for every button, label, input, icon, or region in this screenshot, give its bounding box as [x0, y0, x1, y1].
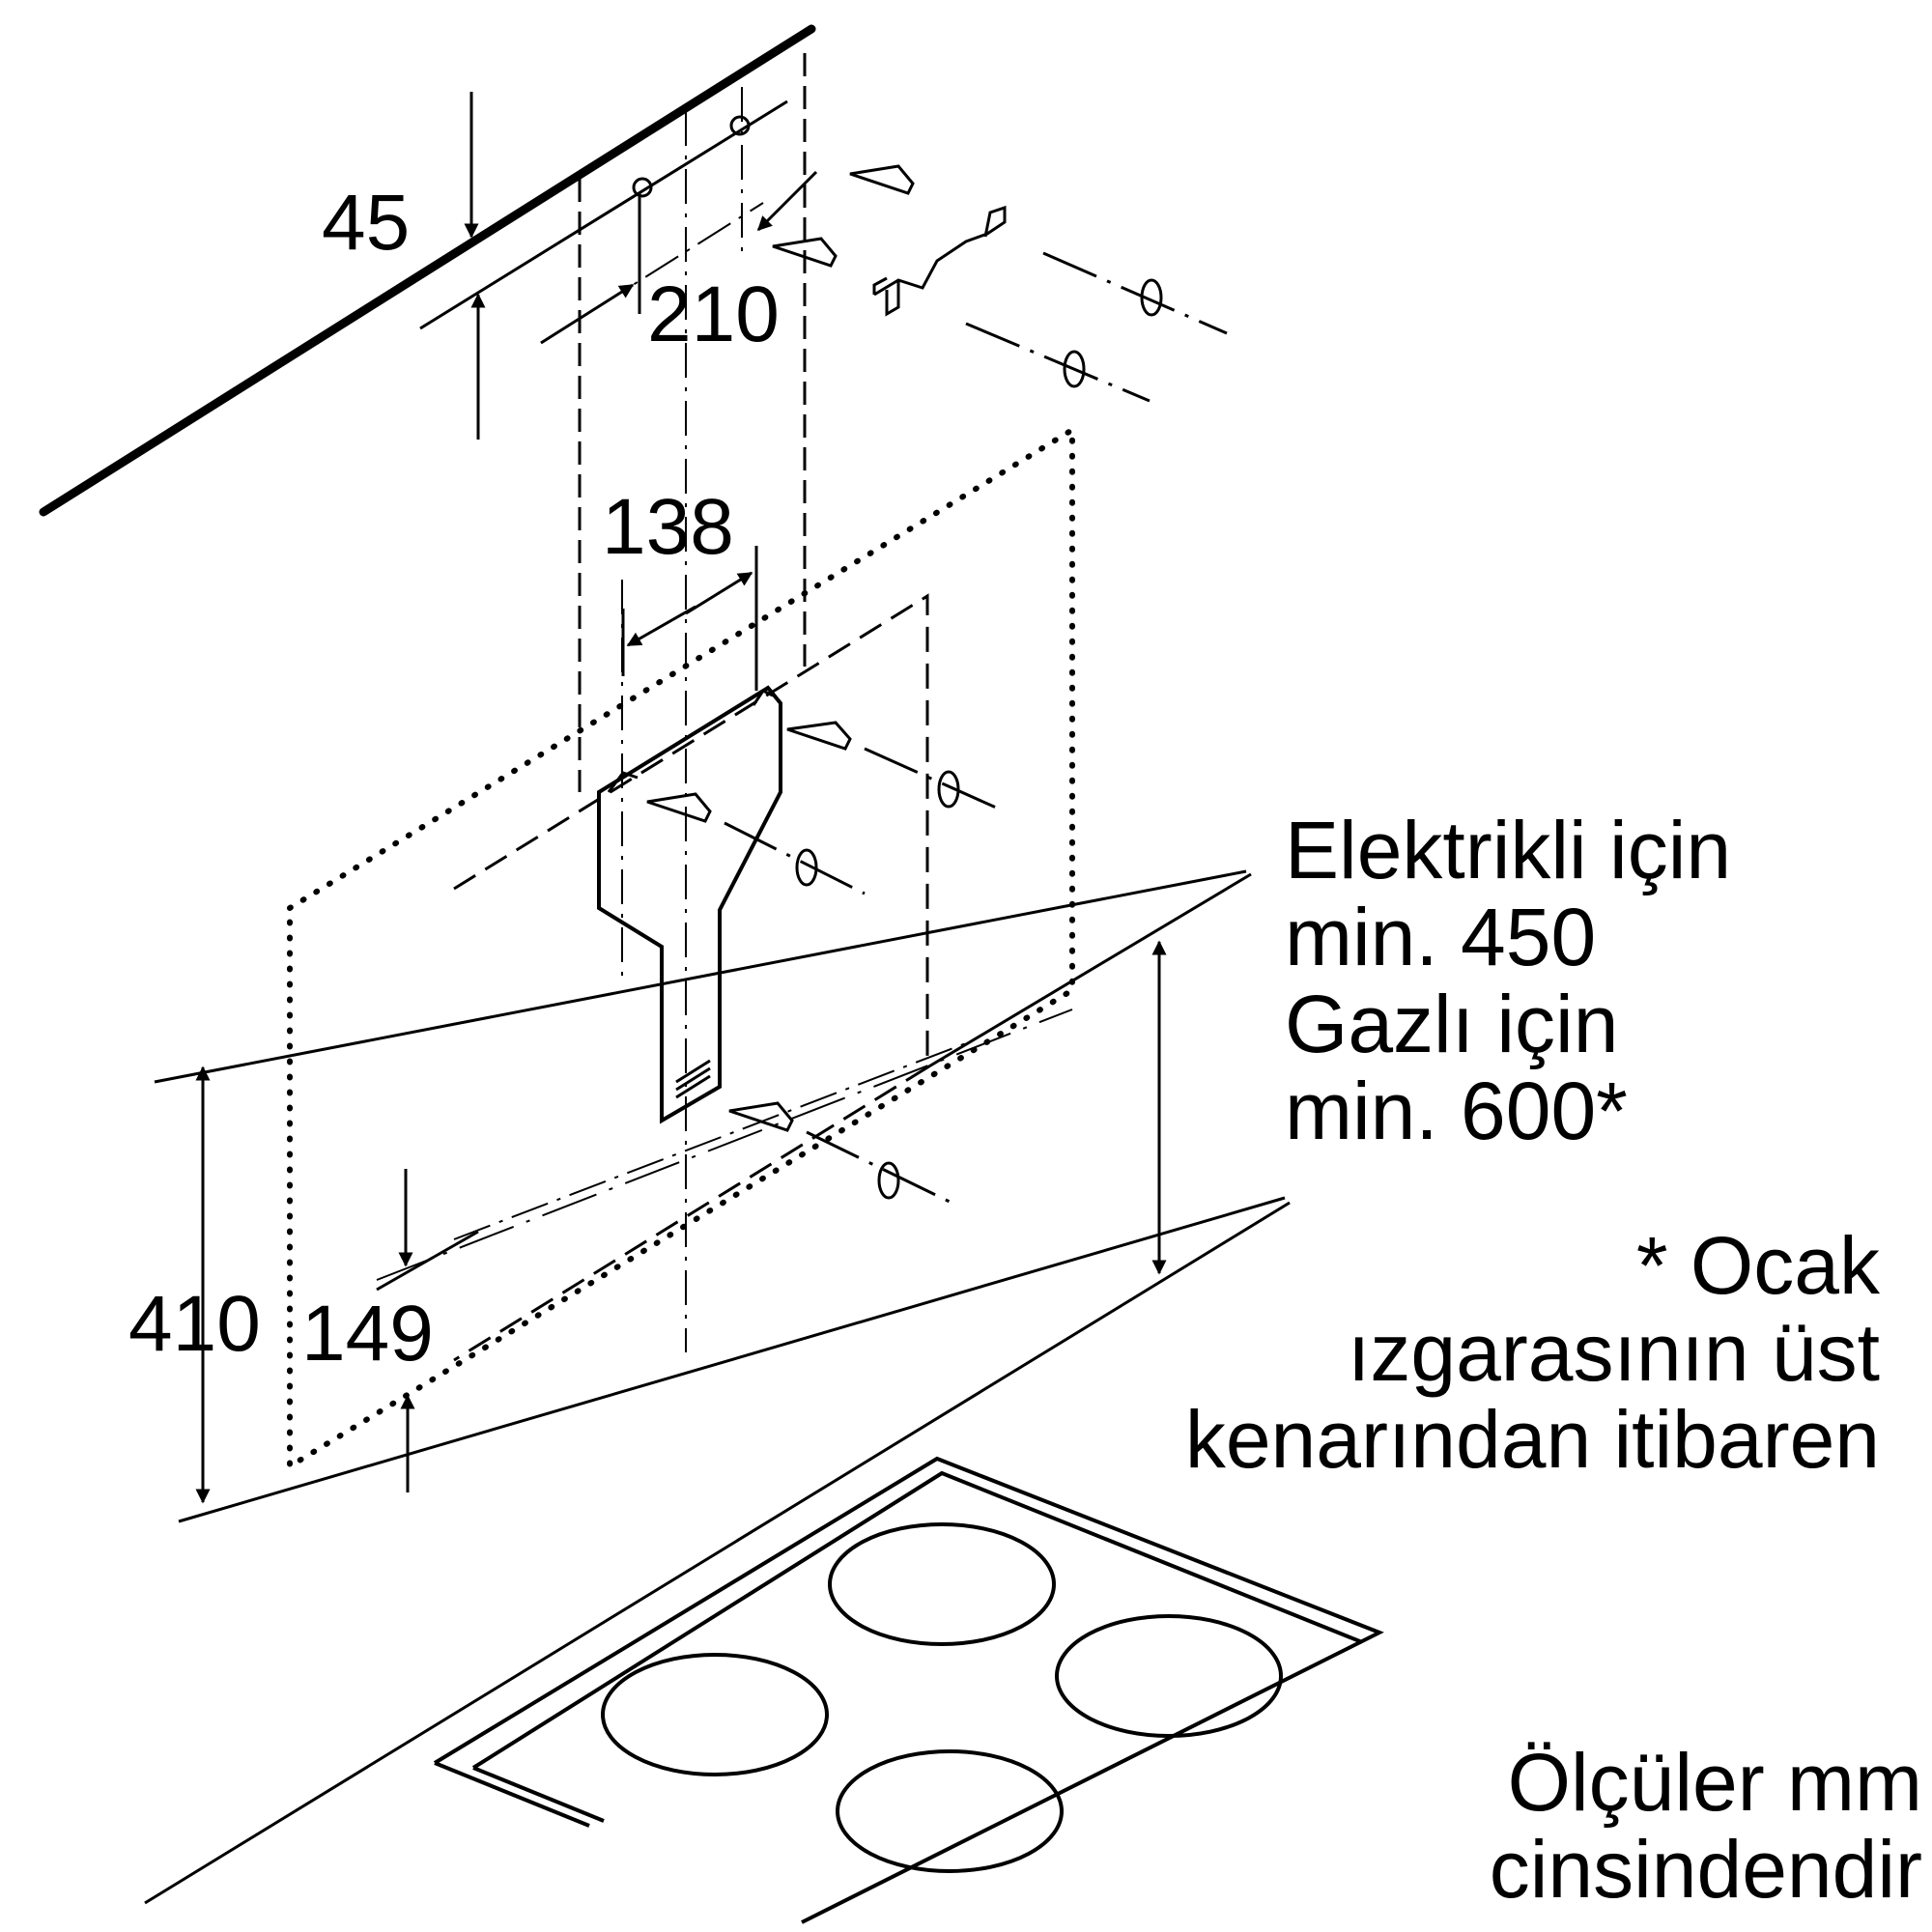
- cooktop-edge-line: [178, 1196, 1286, 1523]
- hood-dotted-outline: [287, 424, 1075, 1472]
- dim-210-label: 210: [647, 270, 780, 358]
- mid-screw-washer-1: [937, 770, 960, 809]
- dim-138-arrow-left: [626, 605, 696, 647]
- mid-screw-washer-2: [795, 848, 818, 887]
- offset-guide-line: [419, 99, 788, 330]
- clearance-note-line2: min. 450: [1285, 892, 1597, 982]
- clearance-top-line: [926, 872, 1252, 1069]
- drill-hole-left: [632, 177, 653, 198]
- mid-screw-washer-3: [877, 1161, 900, 1200]
- clearance-note-line3: Gazlı için: [1285, 979, 1619, 1069]
- burner-top: [828, 1522, 1056, 1646]
- units-note-line1: Ölçüler mm: [1507, 1737, 1922, 1828]
- upper-screw-line-2: [965, 322, 1151, 403]
- burner-bottom: [836, 1749, 1064, 1873]
- mid-screw-line-3: [806, 1130, 952, 1205]
- mount-dashed-rect: [453, 593, 929, 1362]
- mid-screw-line-1: [864, 747, 1006, 813]
- upper-wall-plugs: [772, 164, 915, 268]
- footnote-line1: * Ocak: [1635, 1220, 1880, 1311]
- dim-210-arrow-left: [540, 283, 635, 345]
- burner-right: [1055, 1614, 1283, 1738]
- upper-bracket: [872, 205, 1007, 317]
- upper-screw-washer-1: [1140, 278, 1163, 317]
- cooktop: [433, 1456, 1384, 1924]
- footnote-line2: ızgarasının üst: [1348, 1307, 1880, 1398]
- top-edge-line-mid: [154, 869, 1247, 1084]
- cooktop-level-line: [144, 1201, 1291, 1905]
- upper-centerline: [540, 202, 764, 344]
- middle-wall-plugs: [646, 721, 852, 1132]
- dim-138-label: 138: [602, 483, 734, 571]
- units-note: Ölçüler mm cinsindendir: [1246, 1739, 1922, 1913]
- hood-bracket: [597, 685, 782, 1124]
- dim-149-ext-line: [376, 1230, 479, 1292]
- mid-dashdot-line: [453, 1042, 967, 1240]
- upper-screw-washer-2: [1063, 350, 1086, 388]
- footnote-line3: kenarından itibaren: [1184, 1394, 1880, 1485]
- dim-410-label: 410: [128, 1280, 261, 1368]
- dim-45-label: 45: [322, 179, 411, 267]
- clearance-note: Elektrikli için min. 450 Gazlı için min.…: [1285, 807, 1731, 1154]
- lower-dashdot-line: [376, 1009, 1073, 1281]
- clearance-note-line1: Elektrikli için: [1285, 805, 1732, 895]
- drill-hole-right: [729, 115, 751, 136]
- burner-left: [601, 1653, 829, 1776]
- mid-screw-line-2: [724, 821, 866, 895]
- clearance-note-line4: min. 600*: [1285, 1065, 1628, 1156]
- dim-210-arrow-right: [756, 170, 818, 232]
- bracket-slots: [607, 689, 774, 1099]
- dim-138-arrow-right: [685, 571, 753, 615]
- ceiling-line: [39, 24, 816, 517]
- units-note-line2: cinsindendir: [1489, 1824, 1922, 1915]
- dim-149-label: 149: [301, 1290, 434, 1378]
- footnote: * Ocak ızgarasının üst kenarından itibar…: [1010, 1222, 1880, 1483]
- upper-screw-line-1: [1042, 251, 1228, 335]
